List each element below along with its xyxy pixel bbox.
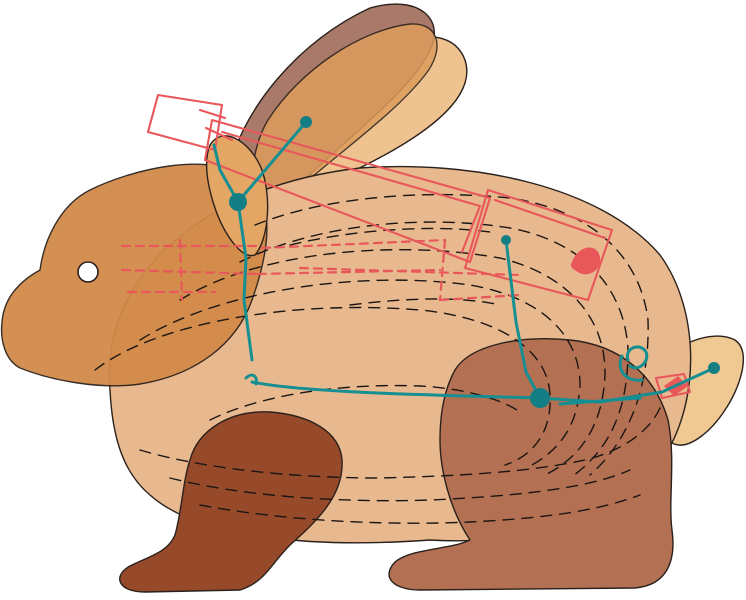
eye-icon [77,261,99,283]
rig-bone-neck [236,200,254,362]
rig-joint-hip-top [501,235,511,245]
rig-bone-loop [618,345,649,382]
rig-joint-tail-tip [708,362,720,374]
rig-box-spine-rear-2 [493,198,607,240]
rig-bone-tail [538,366,716,404]
rig-mark-hip [570,247,601,275]
rig-joint-ear-tip [300,116,312,128]
rig-joint-neck [229,193,247,211]
contour-line [254,193,649,476]
rig-bone-tail-2 [558,396,642,406]
rig-bone-ear [236,120,308,204]
contour-line [349,298,501,306]
rig-box-dashed-chest [256,238,522,302]
rig-bone-hook [244,373,258,386]
front-leg [119,411,343,593]
rig-bone-head-top [212,143,240,204]
rig-box-spine-front-2 [220,130,482,254]
rig-box-spine-front [203,118,492,264]
rig-box-spine-rear [463,188,614,302]
rig-bone-spine [250,380,542,400]
rig-joint-hip [530,388,550,408]
rig-bone-hip [504,238,542,400]
contour-line [139,407,661,479]
rig-box-dashed-neck [120,238,264,302]
contour-line [94,306,551,466]
contour-line [209,384,521,421]
contour-line [179,249,606,476]
